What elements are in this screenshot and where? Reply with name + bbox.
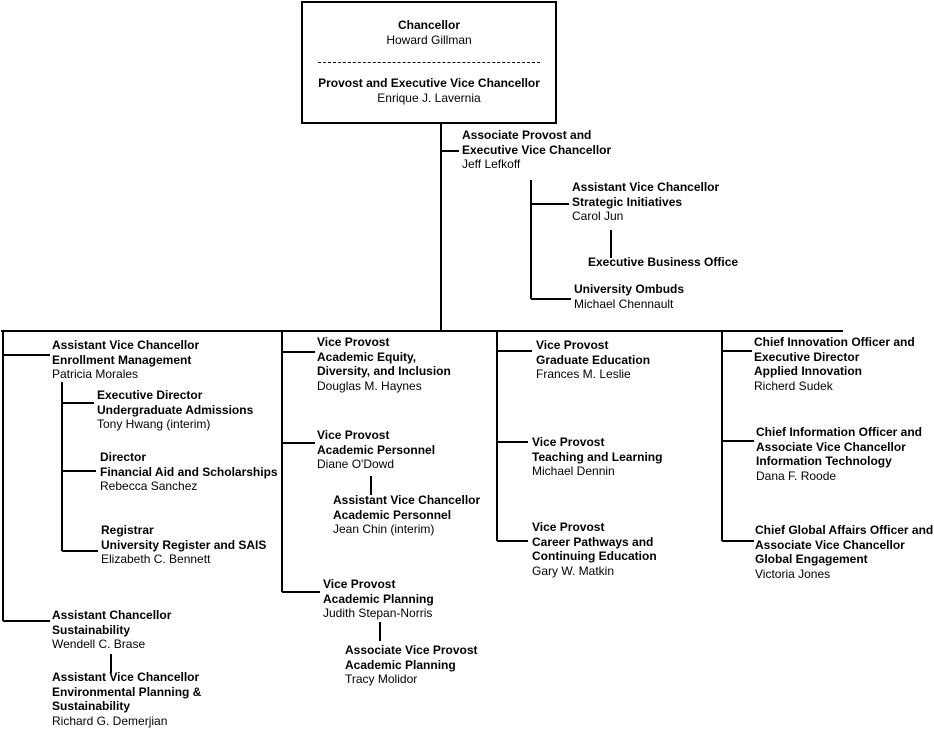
node-title: Academic Planning	[345, 657, 456, 672]
node-person: Gary W. Matkin	[532, 563, 615, 578]
node-vp-career: Vice Provost Career Pathways and Continu…	[532, 520, 657, 578]
node-title: University Ombuds	[574, 282, 685, 296]
node-person: Diane O'Dowd	[317, 457, 394, 471]
node-title: Registrar	[101, 523, 154, 537]
node-title: Financial Aid and Scholarships	[100, 464, 278, 479]
node-person: Frances M. Leslie	[536, 367, 631, 381]
node-title: Chief Information Officer and	[756, 425, 923, 439]
node-title: Vice Provost	[532, 520, 605, 534]
node-person: Rebecca Sanchez	[100, 479, 198, 493]
node-cio-it: Chief Information Officer and Associate …	[756, 425, 922, 483]
node-title: Strategic Initiatives	[572, 194, 683, 209]
node-ed-admissions: Executive Director Undergraduate Admissi…	[97, 388, 253, 432]
node-person: Wendell C. Brase	[52, 637, 146, 651]
node-title: Vice Provost	[323, 577, 396, 591]
node-title: Chief Global Affairs Officer and	[755, 523, 934, 537]
node-title: Executive Vice Chancellor	[462, 142, 612, 157]
node-title: Assistant Vice Chancellor	[333, 493, 481, 507]
node-avc-environmental: Assistant Vice Chancellor Environmental …	[52, 670, 201, 728]
node-avc-strategic: Assistant Vice Chancellor Strategic Init…	[572, 180, 719, 224]
chancellor-box: Chancellor Howard Gillman Provost and Ex…	[301, 1, 557, 124]
node-title: Vice Provost	[317, 428, 390, 442]
node-title: Executive Business Office	[588, 255, 739, 269]
node-title: Continuing Education	[532, 549, 657, 563]
provost-block: Provost and Executive Vice Chancellor En…	[303, 76, 555, 105]
chancellor-block: Chancellor Howard Gillman	[303, 18, 555, 47]
node-person: Elizabeth C. Bennett	[101, 552, 211, 566]
node-title: Vice Provost	[532, 435, 605, 449]
node-vp-personnel: Vice Provost Academic Personnel Diane O'…	[317, 428, 435, 472]
node-title: Applied Innovation	[754, 364, 862, 378]
node-title: Assistant Vice Chancellor	[572, 180, 720, 194]
node-title: Assistant Vice Chancellor	[52, 338, 200, 352]
chancellor-name: Howard Gillman	[386, 33, 472, 47]
node-title: Associate Provost and	[462, 128, 592, 142]
node-title: Information Technology	[756, 454, 892, 468]
node-dir-finaid: Director Financial Aid and Scholarships …	[100, 450, 278, 494]
node-vp-equity: Vice Provost Academic Equity, Diversity,…	[317, 335, 451, 393]
node-title: Vice Provost	[317, 335, 390, 349]
node-title: Career Pathways and	[532, 534, 654, 549]
node-title: Executive Director	[754, 349, 860, 364]
node-person: Richerd Sudek	[754, 378, 833, 393]
node-avp-planning: Associate Vice Provost Academic Planning…	[345, 643, 478, 687]
provost-name: Enrique J. Lavernia	[377, 91, 481, 105]
node-ac-sustainability: Assistant Chancellor Sustainability Wend…	[52, 608, 171, 652]
node-person: Judith Stepan-Norris	[323, 606, 433, 620]
node-title: Academic Personnel	[333, 507, 452, 522]
node-title: Associate Vice Provost	[345, 643, 478, 657]
node-title: Director	[100, 450, 147, 464]
node-person: Michael Chennault	[574, 296, 674, 311]
node-avc-enrollment: Assistant Vice Chancellor Enrollment Man…	[52, 338, 199, 382]
node-title: Associate Vice Chancellor	[755, 537, 905, 552]
node-vp-teaching: Vice Provost Teaching and Learning Micha…	[532, 435, 662, 479]
node-title: Assistant Vice Chancellor	[52, 670, 200, 684]
node-cio-innovation: Chief Innovation Officer and Executive D…	[754, 335, 915, 393]
node-person: Dana F. Roode	[756, 468, 837, 483]
node-exec-business: Executive Business Office	[588, 255, 738, 270]
chancellor-title: Chancellor	[397, 18, 460, 32]
node-title: Academic Planning	[323, 591, 434, 606]
node-person: Tracy Molidor	[345, 672, 418, 686]
node-ombuds: University Ombuds Michael Chennault	[574, 282, 684, 311]
node-avc-personnel: Assistant Vice Chancellor Academic Perso…	[333, 493, 480, 537]
node-title: Global Engagement	[755, 552, 868, 566]
node-person: Carol Jun	[572, 209, 624, 223]
node-person: Tony Hwang (interim)	[97, 417, 211, 431]
node-title: Enrollment Management	[52, 352, 192, 367]
node-person: Michael Dennin	[532, 464, 615, 478]
node-title: Academic Personnel	[317, 442, 436, 457]
node-title: Executive Director	[97, 388, 203, 402]
node-title: Chief Innovation Officer and	[754, 335, 915, 349]
node-title: Sustainability	[52, 622, 131, 637]
node-title: Graduate Education	[536, 352, 651, 367]
node-assoc-provost: Associate Provost and Executive Vice Cha…	[462, 128, 611, 172]
node-title: University Register and SAIS	[101, 537, 267, 552]
node-person: Richard G. Demerjian	[52, 713, 168, 728]
node-registrar: Registrar University Register and SAIS E…	[101, 523, 266, 567]
node-title: Academic Equity,	[317, 349, 417, 364]
node-person: Patricia Morales	[52, 367, 139, 381]
node-title: Undergraduate Admissions	[97, 402, 254, 417]
node-vp-grad: Vice Provost Graduate Education Frances …	[536, 338, 650, 382]
node-vp-planning: Vice Provost Academic Planning Judith St…	[323, 577, 434, 621]
node-person: Victoria Jones	[755, 566, 831, 581]
node-person: Douglas M. Haynes	[317, 378, 422, 393]
node-title: Associate Vice Chancellor	[756, 439, 906, 454]
node-cgao: Chief Global Affairs Officer and Associa…	[755, 523, 933, 581]
node-title: Environmental Planning &	[52, 684, 202, 699]
node-title: Teaching and Learning	[532, 449, 663, 464]
node-title: Vice Provost	[536, 338, 609, 352]
node-person: Jean Chin (interim)	[333, 522, 435, 536]
provost-title: Provost and Executive Vice Chancellor	[318, 76, 540, 90]
dashed-divider	[318, 62, 540, 63]
node-person: Jeff Lefkoff	[462, 157, 521, 171]
node-title: Assistant Chancellor	[52, 608, 172, 622]
node-title: Diversity, and Inclusion	[317, 364, 451, 378]
node-title: Sustainability	[52, 699, 131, 713]
